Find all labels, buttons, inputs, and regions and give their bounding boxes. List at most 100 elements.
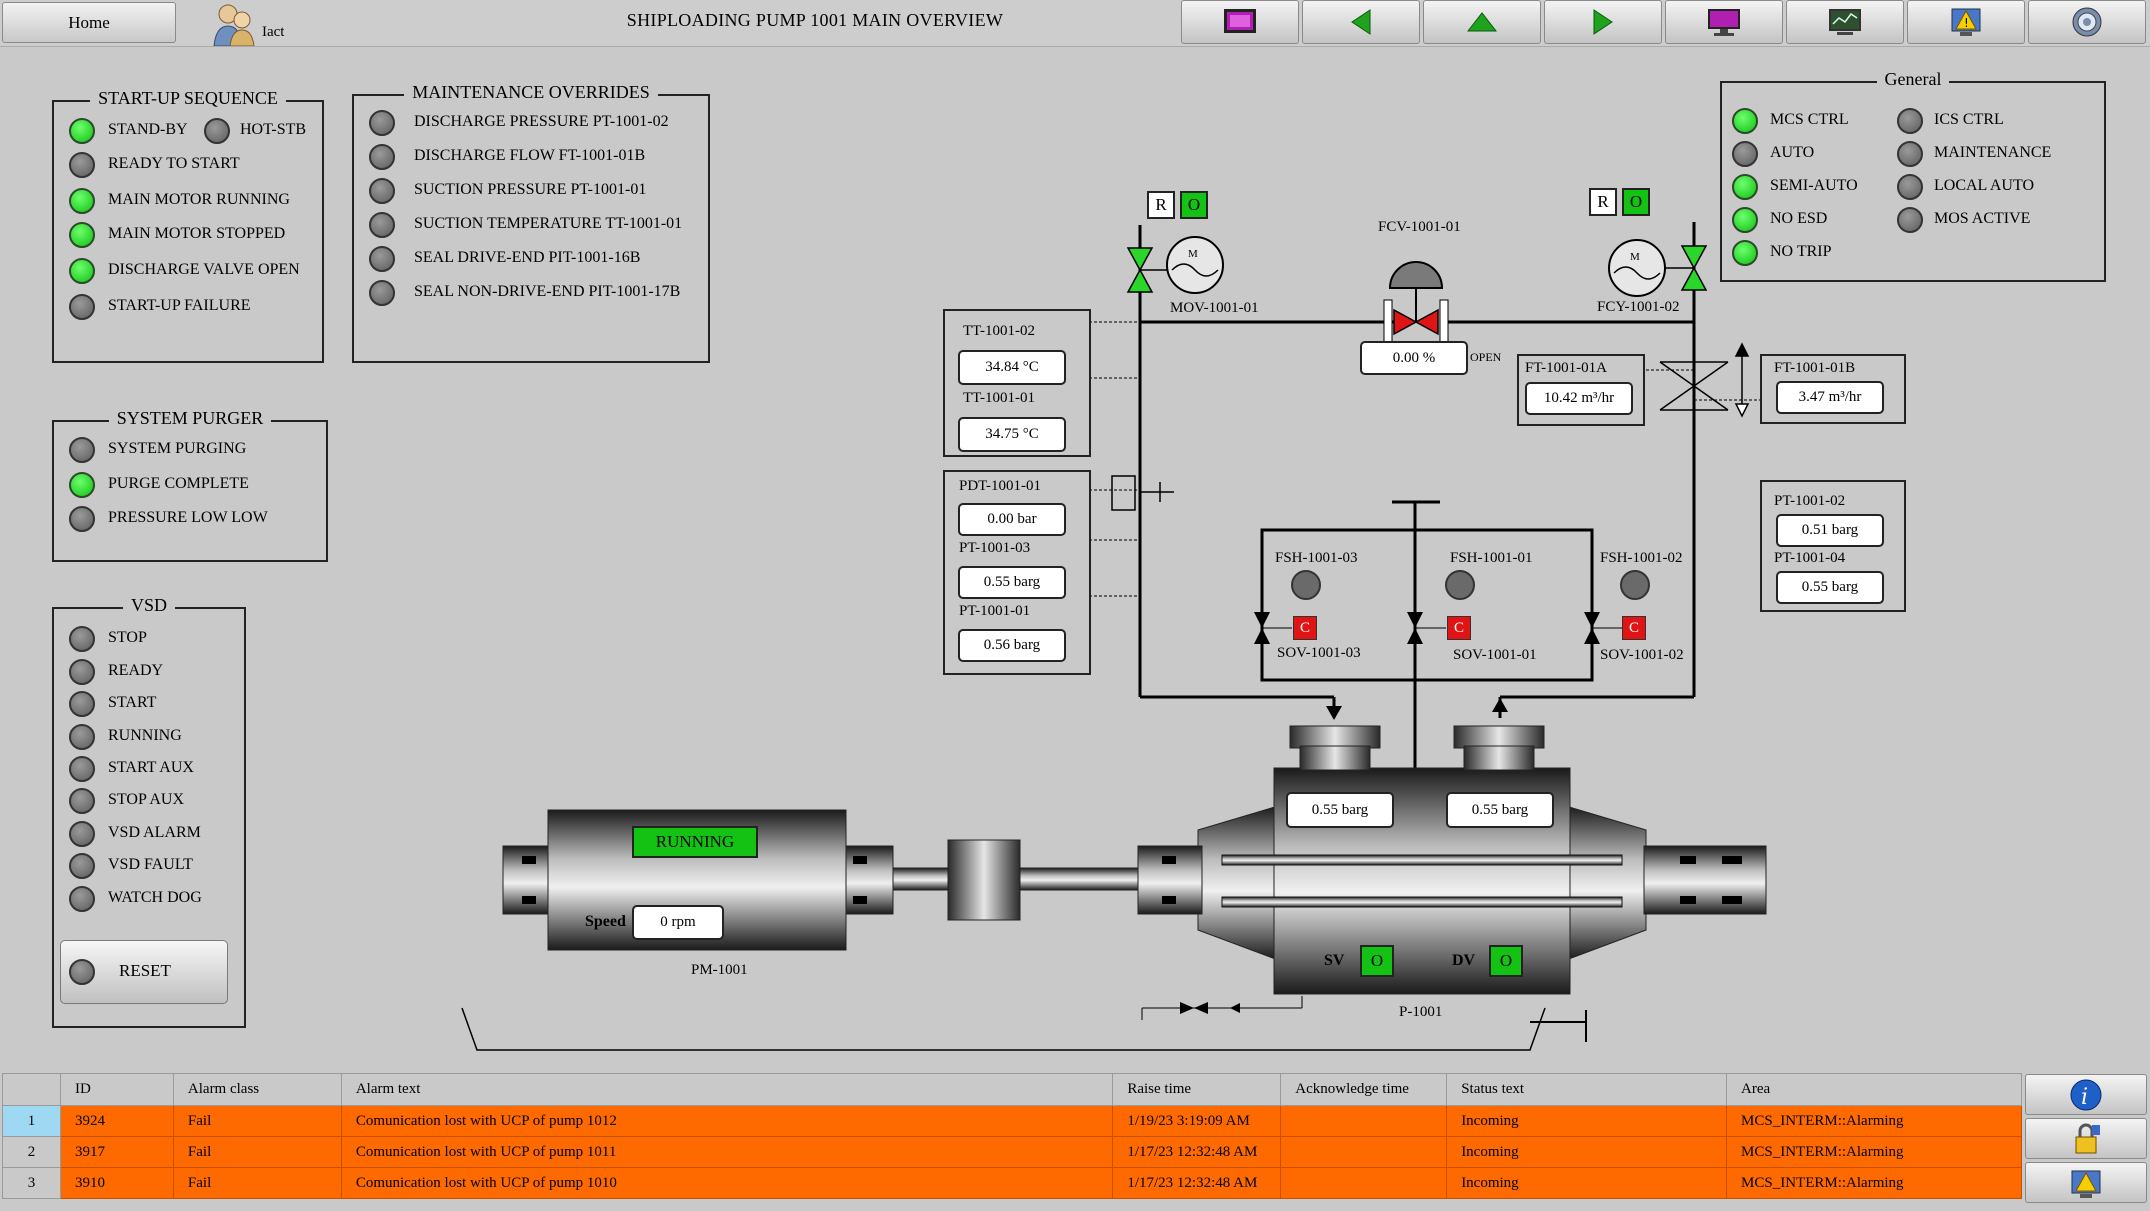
home-button[interactable]: Home: [2, 2, 176, 43]
maintenance-overrides-panel: MAINTENANCE OVERRIDES DISCHARGE PRESSURE…: [352, 82, 710, 363]
trend-button[interactable]: [1786, 0, 1904, 44]
forward-button[interactable]: [1544, 0, 1662, 44]
alarm-text: Comunication lost with UCP of pump 1011: [340, 1136, 1114, 1168]
back-button[interactable]: [1302, 0, 1420, 44]
override-seal-non-drive-end-label: SEAL NON-DRIVE-END PIT-1001-17B: [414, 283, 681, 300]
fcv-tag: FCV-1001-01: [1378, 219, 1461, 235]
ready-to-start-label: READY TO START: [108, 155, 240, 172]
ft-1001-01a-value[interactable]: 10.42 m³/hr: [1525, 382, 1633, 415]
startup-sequence-title: START-UP SEQUENCE: [90, 88, 286, 108]
alarm-status: Incoming: [1446, 1136, 1728, 1168]
arrowheads: [1326, 698, 1508, 720]
alarm-col-class[interactable]: Alarm class: [172, 1073, 342, 1106]
screens-button[interactable]: [1181, 0, 1299, 44]
ft-1001-01b-panel: FT-1001-01B 3.47 m³/hr: [1760, 354, 1906, 424]
reset-button[interactable]: RESET: [60, 940, 228, 1004]
lock-button[interactable]: [2025, 1118, 2147, 1159]
alarm-col-status[interactable]: Status text: [1446, 1073, 1728, 1106]
monitor-button[interactable]: [1665, 0, 1783, 44]
main-motor-running-led: [69, 188, 95, 214]
discharge-nozzle: [1453, 725, 1545, 749]
alarm-ack-button[interactable]: [2025, 1162, 2147, 1203]
alarm-col-text[interactable]: Alarm text: [340, 1073, 1114, 1106]
pump-discharge-pressure-value[interactable]: 0.55 barg: [1446, 792, 1554, 828]
monitor-icon: [1708, 9, 1740, 36]
alarm-row[interactable]: 2 3917 Fail Comunication lost with UCP o…: [2, 1136, 2022, 1168]
override-seal-drive-end-label: SEAL DRIVE-END PIT-1001-16B: [414, 249, 641, 266]
info-icon: i: [2070, 1079, 2102, 1110]
mcs-ctrl-label: MCS CTRL: [1770, 111, 1849, 128]
alarm-area: MCS_INTERM::Alarming: [1726, 1105, 2022, 1137]
alarm-ack-time: [1280, 1136, 1448, 1168]
ft-1001-01b-tag: FT-1001-01B: [1774, 360, 1856, 376]
info-button[interactable]: i: [2025, 1074, 2147, 1115]
alarm-class: Fail: [172, 1136, 342, 1168]
vsd-fault-led: [69, 853, 95, 879]
fcv-valve[interactable]: [1383, 261, 1449, 345]
up-button[interactable]: [1423, 0, 1541, 44]
mov-motor-label: M: [1188, 248, 1198, 260]
sv-label: SV: [1324, 952, 1345, 969]
alarm-button[interactable]: !: [1907, 0, 2025, 44]
pt-1001-02-value[interactable]: 0.51 barg: [1776, 514, 1884, 547]
pt-1001-01-value[interactable]: 0.56 barg: [958, 629, 1066, 662]
pump-casing-left: [1197, 805, 1279, 961]
tt-1001-02-tag: TT-1001-02: [963, 323, 1035, 339]
pt-1001-04-value[interactable]: 0.55 barg: [1776, 571, 1884, 604]
pump-bearing-right: [1643, 845, 1767, 915]
override-discharge-flow-led[interactable]: [369, 144, 395, 170]
fcy-valve[interactable]: [1608, 239, 1708, 297]
fcy-remote-indicator[interactable]: R: [1589, 188, 1617, 216]
sov-1001-01-closed-indicator[interactable]: C: [1447, 616, 1471, 640]
tt-1001-02-value[interactable]: 34.84 °C: [958, 350, 1066, 385]
ft-1001-01b-value[interactable]: 3.47 m³/hr: [1776, 381, 1884, 414]
vsd-title: VSD: [122, 595, 175, 615]
mov-open-indicator[interactable]: O: [1180, 191, 1208, 219]
mov-valve[interactable]: [1126, 236, 1224, 294]
watch-dog-label: WATCH DOG: [108, 889, 202, 906]
override-suction-temperature-led[interactable]: [369, 212, 395, 238]
vsd-start-aux-label: START AUX: [108, 759, 194, 776]
page-title: SHIPLOADING PUMP 1001 MAIN OVERVIEW: [626, 10, 1004, 30]
override-seal-drive-end-led[interactable]: [369, 246, 395, 272]
vsd-running-led: [69, 724, 95, 750]
settings-button[interactable]: [2028, 0, 2146, 44]
motor-speed-value[interactable]: 0 rpm: [632, 905, 724, 940]
fcv-position-value[interactable]: 0.00 %: [1360, 341, 1468, 375]
pressure-panel-left: PDT-1001-01 0.00 bar PT-1001-03 0.55 bar…: [943, 470, 1091, 675]
motor-speed-label: Speed: [585, 913, 626, 930]
tt-panel: TT-1001-02 34.84 °C TT-1001-01 34.75 °C: [943, 309, 1091, 457]
alarm-text: Comunication lost with UCP of pump 1010: [340, 1167, 1114, 1199]
alarm-col-raise-time[interactable]: Raise time: [1112, 1073, 1282, 1106]
pt-1001-03-value[interactable]: 0.55 barg: [958, 566, 1066, 599]
alarm-col-area[interactable]: Area: [1726, 1073, 2022, 1106]
motor-tag: PM-1001: [691, 962, 748, 978]
tt-1001-01-value[interactable]: 34.75 °C: [958, 417, 1066, 452]
ics-ctrl-label: ICS CTRL: [1934, 111, 2004, 128]
dv-open-indicator[interactable]: O: [1489, 945, 1523, 977]
sv-open-indicator[interactable]: O: [1360, 945, 1394, 977]
sov-1001-03-closed-indicator[interactable]: C: [1293, 616, 1317, 640]
hot-stb-label: HOT-STB: [240, 121, 307, 138]
pdt-1001-01-value[interactable]: 0.00 bar: [958, 503, 1066, 536]
main-motor-stopped-label: MAIN MOTOR STOPPED: [108, 225, 286, 242]
alarm-row[interactable]: 1 3924 Fail Comunication lost with UCP o…: [2, 1105, 2022, 1137]
forward-arrow-icon: [1593, 9, 1613, 35]
alarm-area: MCS_INTERM::Alarming: [1726, 1136, 2022, 1168]
standby-label: STAND-BY: [108, 121, 188, 138]
fcy-open-indicator[interactable]: O: [1622, 188, 1650, 216]
override-seal-non-drive-end-led[interactable]: [369, 280, 395, 306]
override-discharge-pressure-label: DISCHARGE PRESSURE PT-1001-02: [414, 113, 669, 130]
override-suction-pressure-led[interactable]: [369, 178, 395, 204]
override-suction-temperature-label: SUCTION TEMPERATURE TT-1001-01: [414, 215, 683, 232]
user-icon[interactable]: [208, 2, 260, 46]
fcy-motor-label: M: [1630, 251, 1640, 263]
override-discharge-pressure-led[interactable]: [369, 110, 395, 136]
pump-suction-pressure-value[interactable]: 0.55 barg: [1286, 792, 1394, 828]
sov-1001-02-closed-indicator[interactable]: C: [1622, 616, 1646, 640]
alarm-row[interactable]: 3 3910 Fail Comunication lost with UCP o…: [2, 1167, 2022, 1199]
alarm-col-ack-time[interactable]: Acknowledge time: [1280, 1073, 1448, 1106]
mov-remote-indicator[interactable]: R: [1147, 191, 1175, 219]
alarm-col-id[interactable]: ID: [59, 1073, 174, 1106]
user-name: Iact: [262, 24, 285, 40]
